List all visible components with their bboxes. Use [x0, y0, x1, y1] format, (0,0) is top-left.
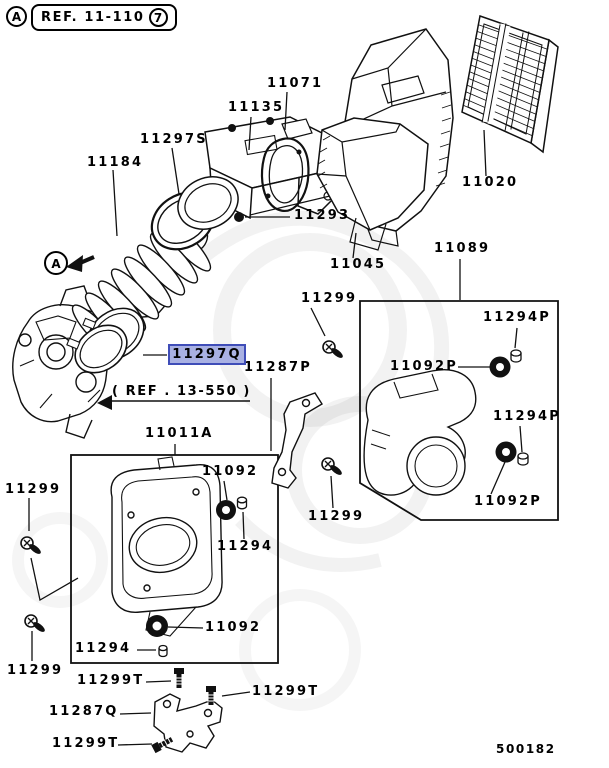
screw-11299-left-bot-glyph	[24, 614, 45, 632]
grommet-11092P-top-glyph	[489, 356, 511, 378]
part-label-11092P-bot[interactable]: 11092P	[474, 494, 542, 509]
part-label-11294P-top[interactable]: 11294P	[483, 310, 551, 325]
bolt-11299T-c-glyph	[151, 737, 174, 754]
part-label-11293[interactable]: 11293	[294, 208, 351, 223]
part-label-11294-bot[interactable]: 11294	[75, 641, 132, 656]
spacer-11294-top-glyph	[236, 496, 248, 510]
part-label-11184[interactable]: 11184	[87, 155, 144, 170]
air-filter-drawing	[461, 15, 559, 154]
part-label-11294P-bot[interactable]: 11294P	[493, 409, 561, 424]
view-arrow: A	[44, 251, 95, 275]
part-label-11299-mid[interactable]: 11299	[308, 509, 365, 524]
nut-11294P-bot-glyph	[517, 452, 529, 466]
part-label-11135[interactable]: 11135	[228, 100, 285, 115]
throttle-ref-note: ( REF . 13-550 )	[112, 384, 251, 399]
grommet-11092-top-glyph	[216, 500, 236, 520]
part-label-11299T-c[interactable]: 11299T	[52, 736, 120, 751]
screw-11299-mid-glyph	[321, 457, 342, 475]
part-label-11287Q[interactable]: 11287Q	[49, 704, 119, 719]
view-marker-letter: A	[11, 9, 22, 24]
part-label-11299T-a[interactable]: 11299T	[77, 673, 145, 688]
part-label-11299-left-top[interactable]: 11299	[5, 482, 62, 497]
part-label-11011A[interactable]: 11011A	[145, 426, 214, 441]
leader-lines	[28, 91, 523, 746]
inner-duct-drawing	[110, 456, 223, 637]
air-cleaner-body-drawing	[316, 117, 429, 251]
hose-clamps-drawing	[66, 307, 145, 374]
spacer-11294-bot-glyph	[158, 644, 168, 658]
bracket-11287P-drawing	[271, 392, 323, 489]
drawing-code: 500182	[496, 742, 556, 756]
view-marker-badge: A	[6, 6, 27, 27]
resonator-drawing	[363, 369, 477, 496]
reference-box[interactable]: REF. 11-110 7	[31, 4, 177, 31]
part-label-11020[interactable]: 11020	[462, 175, 519, 190]
grommet-11092P-bot-glyph	[495, 441, 517, 463]
bolt-11299T-b-glyph	[206, 686, 216, 705]
figure-number: 7	[153, 10, 163, 25]
grommet-11092-bot-glyph	[146, 615, 168, 637]
part-label-11089[interactable]: 11089	[434, 241, 491, 256]
part-label-11299-top[interactable]: 11299	[301, 291, 358, 306]
reference-label: REF. 11-110	[41, 10, 145, 25]
figure-number-badge: 7	[148, 8, 168, 27]
part-label-11294-top[interactable]: 11294	[217, 539, 274, 554]
part-label-11287P[interactable]: 11287P	[244, 360, 312, 375]
part-label-11092-bot[interactable]: 11092	[205, 620, 262, 635]
throttle-ref-arrow	[97, 395, 250, 410]
part-label-11092P-top[interactable]: 11092P	[390, 359, 458, 374]
selected-part-label[interactable]: 11297Q	[168, 344, 246, 365]
part-label-11297S[interactable]: 11297S	[140, 132, 208, 147]
screw-11299-left-top-glyph	[20, 536, 41, 554]
gasket-drawing	[260, 137, 310, 212]
part-label-11071[interactable]: 11071	[267, 76, 324, 91]
part-label-11299T-b[interactable]: 11299T	[252, 684, 320, 699]
screw-11299-top-glyph	[322, 340, 343, 358]
nut-11294P-top-glyph	[510, 349, 522, 363]
bolt-11299T-a-glyph	[174, 668, 184, 688]
resonator-group-frame	[359, 300, 559, 521]
part-label-11045[interactable]: 11045	[330, 257, 387, 272]
view-marker-a: A	[51, 257, 61, 271]
part-label-11299-left-bot[interactable]: 11299	[7, 663, 64, 678]
part-label-11092-top[interactable]: 11092	[202, 464, 259, 479]
bolt-dot-11293	[234, 212, 244, 222]
